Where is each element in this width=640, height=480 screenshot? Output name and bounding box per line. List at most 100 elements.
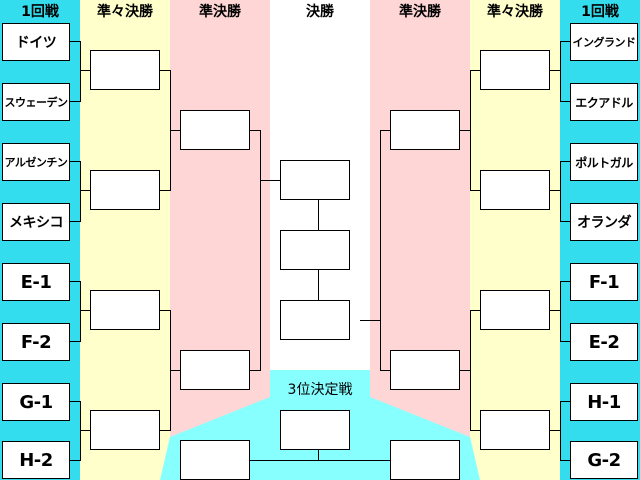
slot-quarter-left-4 — [90, 410, 160, 450]
slot-quarter-right-1 — [480, 50, 550, 90]
team-left-7: G-1 — [2, 383, 70, 421]
band-semi-right — [370, 0, 470, 480]
slot-champion — [280, 230, 350, 270]
connector — [250, 460, 390, 461]
team-left-6: F-2 — [2, 323, 70, 361]
connector — [360, 320, 380, 321]
slot-semi-right-1 — [390, 110, 460, 150]
connector — [470, 70, 471, 191]
connector — [460, 130, 470, 131]
slot-third-left — [180, 440, 250, 480]
connector — [550, 190, 560, 191]
connector — [560, 281, 561, 342]
connector — [380, 130, 381, 371]
connector — [560, 101, 570, 102]
connector — [560, 161, 561, 222]
connector — [318, 270, 319, 300]
connector — [70, 401, 80, 402]
connector — [470, 310, 471, 431]
team-right-6: E-2 — [570, 323, 638, 361]
connector — [550, 310, 560, 311]
connector — [250, 130, 260, 131]
team-left-8: H-2 — [2, 441, 70, 479]
connector — [560, 401, 570, 402]
connector — [560, 221, 570, 222]
slot-quarter-right-3 — [480, 290, 550, 330]
connector — [470, 430, 480, 431]
team-right-8: G-2 — [570, 441, 638, 479]
connector — [80, 430, 90, 431]
connector — [560, 161, 570, 162]
connector — [260, 180, 280, 181]
connector — [70, 281, 80, 282]
slot-quarter-right-4 — [480, 410, 550, 450]
connector — [80, 401, 81, 461]
connector — [70, 161, 80, 162]
team-right-1: イングランド — [570, 23, 638, 61]
header-quarter-right: 準々決勝 — [487, 4, 543, 20]
connector — [160, 430, 170, 431]
connector — [70, 341, 80, 342]
header-quarter-left: 準々決勝 — [97, 4, 153, 20]
third-place-label: 3位決定戦 — [287, 382, 353, 398]
connector — [460, 370, 470, 371]
connector — [170, 370, 180, 371]
connector — [470, 190, 480, 191]
connector — [70, 221, 80, 222]
slot-third-winner — [280, 410, 350, 450]
connector — [550, 430, 560, 431]
slot-third-right — [390, 440, 460, 480]
connector — [160, 310, 170, 311]
slot-final-right — [280, 300, 350, 340]
team-right-2: エクアドル — [570, 83, 638, 121]
connector — [318, 450, 319, 461]
team-right-3: ポルトガル — [570, 143, 638, 181]
header-round1-right: 1回戦 — [581, 4, 619, 20]
team-right-5: F-1 — [570, 263, 638, 301]
connector — [80, 41, 81, 102]
slot-quarter-left-2 — [90, 170, 160, 210]
connector — [560, 401, 561, 461]
connector — [550, 70, 560, 71]
connector — [470, 70, 480, 71]
slot-semi-right-2 — [390, 350, 460, 390]
connector — [170, 130, 180, 131]
connector — [80, 70, 90, 71]
team-left-1: ドイツ — [2, 23, 70, 61]
team-left-4: メキシコ — [2, 203, 70, 241]
connector — [560, 41, 561, 102]
team-left-5: E-1 — [2, 263, 70, 301]
connector — [260, 130, 261, 371]
connector — [70, 41, 80, 42]
connector — [160, 190, 170, 191]
team-left-2: スウェーデン — [2, 83, 70, 121]
connector — [560, 41, 570, 42]
connector — [250, 370, 260, 371]
slot-semi-left-2 — [180, 350, 250, 390]
team-right-4: オランダ — [570, 203, 638, 241]
connector — [380, 370, 390, 371]
connector — [560, 281, 570, 282]
slot-quarter-left-3 — [90, 290, 160, 330]
team-left-3: アルゼンチン — [2, 143, 70, 181]
slot-final-left — [280, 160, 350, 200]
connector — [380, 130, 390, 131]
slot-semi-left-1 — [180, 110, 250, 150]
connector — [80, 281, 81, 342]
header-semi-right: 準決勝 — [399, 4, 441, 20]
header-round1-left: 1回戦 — [21, 4, 59, 20]
connector — [560, 341, 570, 342]
connector — [470, 310, 480, 311]
header-semi-left: 準決勝 — [199, 4, 241, 20]
slot-quarter-left-1 — [90, 50, 160, 90]
connector — [80, 161, 81, 222]
connector — [160, 70, 170, 71]
connector — [70, 101, 80, 102]
team-right-7: H-1 — [570, 383, 638, 421]
connector — [80, 310, 90, 311]
band-semi-left — [170, 0, 270, 480]
connector — [70, 460, 80, 461]
connector — [80, 190, 90, 191]
slot-quarter-right-2 — [480, 170, 550, 210]
